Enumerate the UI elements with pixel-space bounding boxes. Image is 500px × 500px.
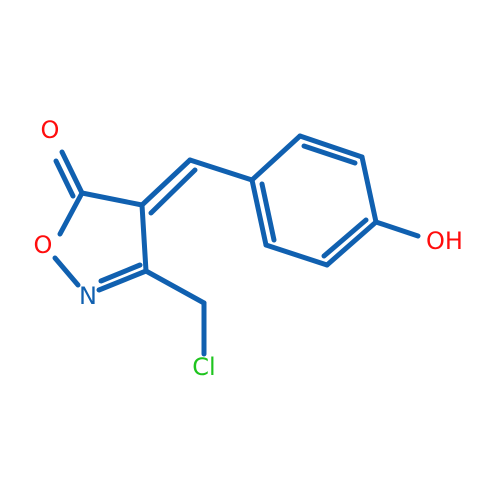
bond-ar3-ar4 (359, 154, 379, 225)
bond-c4-methine (139, 157, 193, 208)
bond-ar2-ar3-inner (301, 143, 358, 166)
bond-c5-carbonyl-o-a (59, 149, 85, 196)
bond-n-c3-inner (98, 262, 143, 284)
bond-ar4-ar5 (324, 219, 379, 268)
bond-ar6-ar1-inner (259, 181, 277, 243)
bond-n-c3 (96, 268, 149, 293)
bond-methine-ring (187, 157, 255, 183)
bond-ar5-ar6 (263, 242, 330, 268)
bond-ring-o-n (52, 255, 81, 288)
bond-c5-ring-o (57, 190, 85, 237)
atom-carbonyl-oxygen: O (41, 116, 60, 144)
atom-chlorine: Cl (192, 353, 215, 381)
atom-hydroxyl: OH (426, 227, 463, 255)
bond-ar4-oh (373, 219, 421, 239)
bond-ar4-ar5-inner (321, 217, 369, 259)
bond-ar1-ar2 (249, 133, 303, 183)
bond-ar2-ar3 (297, 133, 365, 160)
bond-c5-carbonyl-o-b (53, 158, 76, 199)
bond-c4-methine-inner (148, 167, 198, 216)
bond-c3-c4 (139, 202, 149, 274)
bond-ar6-ar1 (249, 177, 269, 248)
atom-ring-nitrogen: N (79, 282, 97, 310)
bond-c4-c5 (79, 190, 145, 208)
atom-ring-oxygen: O (34, 231, 53, 259)
bond-c3-ch2 (143, 268, 207, 306)
